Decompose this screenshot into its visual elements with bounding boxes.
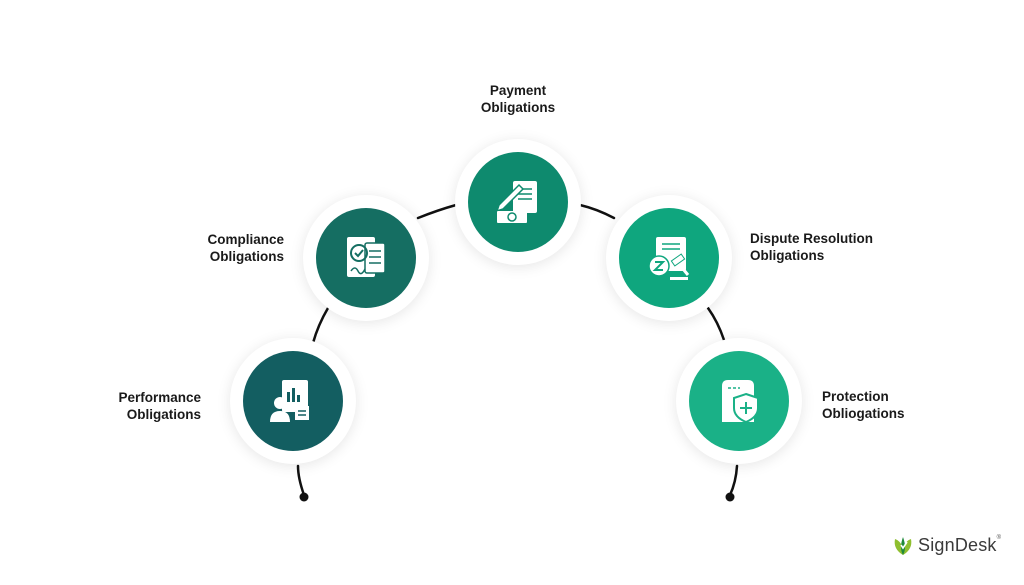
- node-dispute: [606, 195, 732, 321]
- label-protection: Protection Obliogations: [822, 388, 905, 422]
- signdesk-logo: SignDesk ®: [892, 533, 1001, 557]
- label-line: Dispute Resolution: [750, 231, 874, 246]
- arc-segment-payment-dispute: [578, 203, 616, 220]
- gavel-money-icon: [648, 237, 690, 280]
- label-line: Performance: [118, 390, 201, 405]
- label-line: Obligations: [126, 407, 201, 422]
- brand-registered-mark: ®: [996, 535, 1002, 541]
- contract-payment-icon: [495, 181, 537, 223]
- label-line: Obligations: [480, 100, 556, 115]
- arc-end-dot-left: [299, 492, 309, 502]
- label-line: Protection: [822, 389, 889, 404]
- node-compliance: [303, 195, 429, 321]
- label-line: Obligations: [209, 249, 284, 264]
- node-performance: [230, 338, 356, 464]
- label-payment: Payment Obligations: [468, 82, 568, 116]
- label-dispute: Dispute Resolution Obligations: [750, 230, 873, 264]
- arc-end-dot-right: [725, 492, 735, 502]
- shield-document-icon: [722, 380, 759, 424]
- arc-connectors: [296, 203, 739, 497]
- label-line: Obligations: [750, 248, 825, 263]
- label-line: Payment: [489, 83, 547, 98]
- report-person-icon: [270, 380, 309, 422]
- arc-segment-compliance-payment: [416, 203, 458, 220]
- arc-segment-bottom-left: [296, 464, 306, 497]
- label-performance: Performance Obligations: [118, 389, 201, 423]
- checked-document-icon: [347, 237, 386, 277]
- label-compliance: Compliance Obligations: [207, 231, 284, 265]
- arc-segment-dispute-protection: [706, 306, 726, 342]
- brand-name: SignDesk: [918, 534, 997, 555]
- label-line: Compliance: [207, 232, 284, 247]
- arc-segment-performance-compliance: [311, 306, 330, 345]
- node-protection: [676, 338, 802, 464]
- signdesk-leaf-icon: [894, 537, 912, 555]
- node-payment: [455, 139, 581, 265]
- label-line: Obliogations: [822, 406, 905, 421]
- arc-segment-bottom-right: [728, 464, 739, 497]
